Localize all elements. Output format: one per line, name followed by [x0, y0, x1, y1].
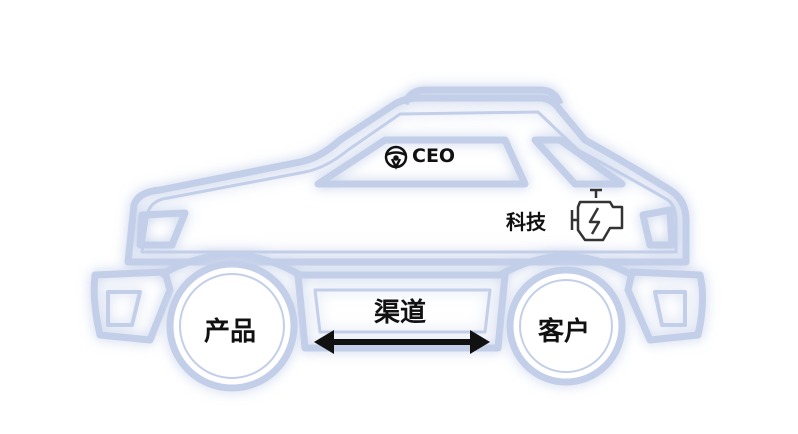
- product-label: 产品: [204, 317, 257, 347]
- car-body: [124, 94, 690, 266]
- tech-label: 科技: [506, 210, 546, 234]
- front-bumper: [90, 268, 174, 344]
- engine-icon: [570, 188, 624, 242]
- rear-window: [531, 136, 626, 188]
- steering-wheel-icon: [384, 145, 408, 170]
- double-arrow-icon: [314, 330, 490, 354]
- front-wheel: [166, 260, 298, 392]
- ceo-label: CEO: [412, 145, 456, 167]
- front-window: [314, 136, 529, 188]
- rear-wheel: [506, 266, 626, 386]
- taillight: [639, 206, 676, 249]
- roof-rack: [401, 86, 564, 106]
- rear-bumper: [624, 268, 707, 344]
- channel-label: 渠道: [374, 298, 427, 328]
- headlight: [136, 209, 189, 249]
- customer-label: 客户: [538, 317, 591, 347]
- side-skirt: [294, 271, 509, 352]
